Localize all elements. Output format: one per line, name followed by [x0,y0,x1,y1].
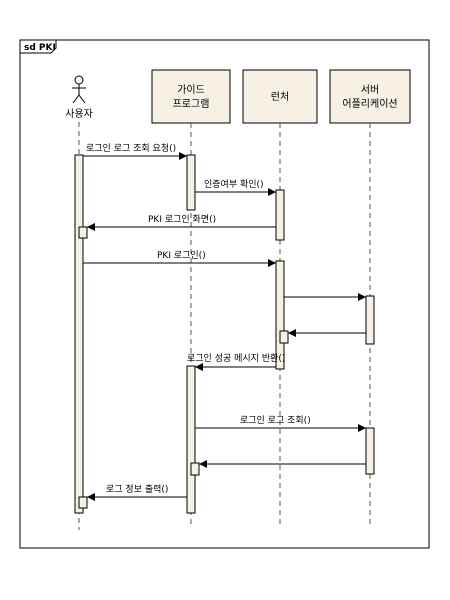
message-label: 로그인 로그 조회 요청() [86,143,176,154]
message-label: PKI 로그인 화면() [148,214,216,225]
participant-box [151,69,231,124]
activation-launcher-2 [275,260,285,370]
participant-box [242,69,318,124]
participant-server-application: 서버 어플리케이션 [329,69,411,124]
participant-label-line1: 가이드 [177,84,205,96]
actor-name: 사용자 [65,108,93,120]
activation-guide-1 [186,154,196,211]
activation-user [74,154,84,514]
activation-user-self-2 [78,496,88,509]
message-label: PKI 로그인() [157,250,206,261]
activation-user-self-1 [78,226,88,239]
participant-label-line2: 프로그램 [173,98,210,110]
participant-launcher: 런처 [242,69,318,124]
activation-guide-2 [186,365,196,514]
message-label: 로그 정보 출력() [106,483,168,495]
activation-server-2 [365,427,375,475]
activation-guide-self [190,462,200,476]
activation-launcher-self [279,330,289,344]
frame-label: sd PKI [24,43,56,53]
message-label: 로그인 로그 조회() [240,415,311,426]
actor-head [74,75,84,85]
activation-launcher-1 [275,189,285,241]
message-label: 인증여부 확인() [204,178,264,190]
participant-box [329,69,411,124]
participant-label-line1: 서버 [361,84,379,96]
activation-server-1 [365,295,375,345]
frame-tab [19,39,57,54]
message-label: 로그인 성공 메시지 반환() [187,352,285,364]
actor-user [72,75,86,104]
participant-label-line1: 런처 [271,91,289,103]
participant-label-line2: 어플리케이션 [342,98,397,110]
participant-guide-program: 가이드 프로그램 [151,69,231,124]
